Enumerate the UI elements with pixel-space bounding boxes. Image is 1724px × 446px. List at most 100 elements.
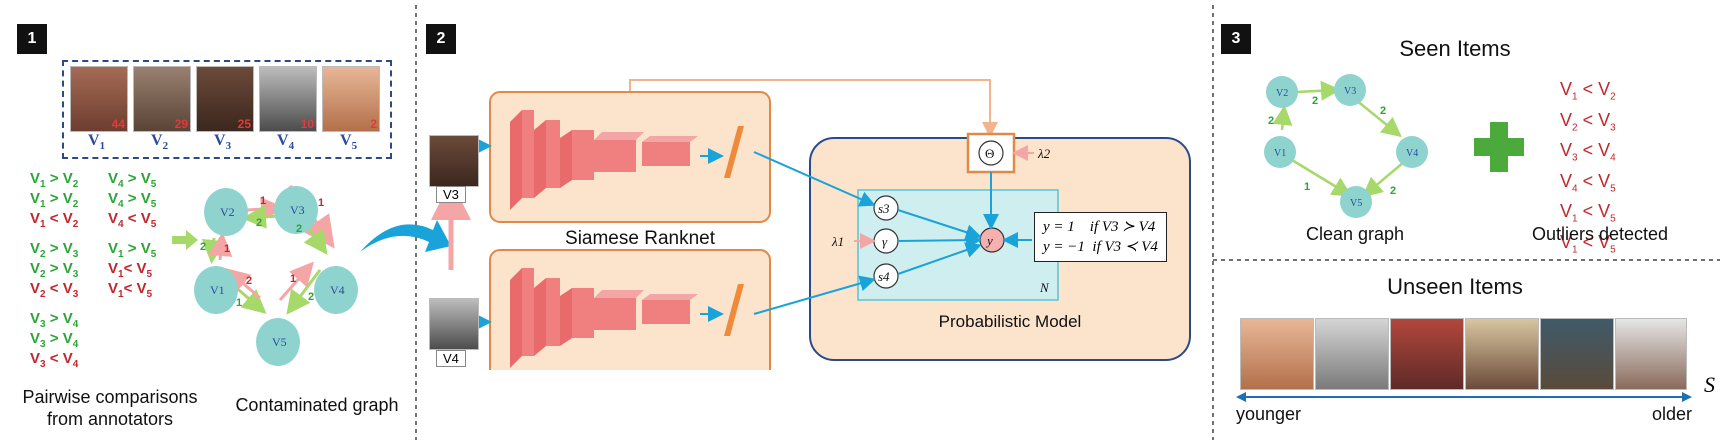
- edge-label: 1: [260, 195, 266, 207]
- face-age: 29: [174, 117, 188, 131]
- clean-node-v3: V3: [1344, 86, 1356, 97]
- unseen-face-6: [1615, 318, 1687, 390]
- edge-label: 1: [290, 273, 296, 285]
- y-node: y: [985, 233, 993, 248]
- seen-items-title: Seen Items: [1399, 36, 1511, 61]
- clean-edge-label: 2: [1390, 185, 1396, 197]
- clean-edge-label: 2: [1268, 115, 1274, 127]
- clean-edge-label: 2: [1380, 105, 1386, 117]
- younger-label: younger: [1236, 404, 1302, 424]
- panel-3-badge: 3: [1221, 24, 1251, 54]
- face-age: 44: [111, 117, 125, 131]
- face-v2: 29: [133, 66, 191, 132]
- face-age: 25: [237, 117, 251, 131]
- unseen-face-5: [1540, 318, 1614, 390]
- unseen-face-2: [1315, 318, 1389, 390]
- clean-node-v1: V1: [1274, 148, 1286, 159]
- graph-node-v5: V5: [272, 335, 287, 349]
- older-label: older: [1651, 404, 1692, 424]
- edge-label: 1: [236, 297, 242, 309]
- comparison-item: [30, 300, 78, 310]
- unseen-face-4: [1465, 318, 1539, 390]
- clean-node-v2: V2: [1276, 88, 1288, 99]
- outlier-item: V1 < V2: [1560, 79, 1616, 103]
- edge-label: 2: [246, 275, 252, 287]
- outlier-item: V4 < V5: [1560, 170, 1616, 195]
- comparison-item: V2 > V3: [30, 240, 79, 260]
- input-tag-v3: V3: [436, 186, 466, 203]
- caption-contaminated: Contaminated graph: [235, 395, 399, 415]
- edge-label: 1: [224, 243, 230, 255]
- face-age: 2: [370, 117, 377, 131]
- panel-2-badge: 2: [426, 24, 456, 54]
- face-age: 10: [300, 117, 314, 131]
- equation-cond: if V3 ≺ V4: [1092, 239, 1158, 255]
- face-strip-box: [62, 60, 392, 159]
- input-face-v4: [429, 298, 479, 350]
- arrow-to-graph-icon: [172, 230, 198, 250]
- comparison-item: V2 < V3: [30, 280, 79, 300]
- outliers-label: Outliers detected: [1531, 224, 1669, 244]
- comparison-item: [108, 230, 156, 240]
- edge-label: 1: [318, 197, 324, 209]
- comparison-item: V3 > V4: [30, 310, 79, 330]
- lambda1-label: λ1: [831, 234, 844, 249]
- unseen-items-title: Unseen Items: [1387, 274, 1523, 299]
- network-diagram: Θ λ2 λ1 s3 γ s4 y N: [431, 79, 1191, 370]
- edge-label: 2: [308, 291, 314, 303]
- s4-node: s4: [878, 269, 890, 284]
- theta-node: Θ: [985, 146, 994, 161]
- face-v3: 25: [196, 66, 254, 132]
- comparison-item: V4 < V5: [108, 210, 157, 230]
- face-v5: 2: [322, 66, 380, 132]
- comparison-item: V1 > V2: [30, 190, 79, 210]
- unseen-face-1: [1240, 318, 1314, 390]
- plate-label: N: [1039, 280, 1050, 295]
- lambda2-label: λ2: [1037, 146, 1051, 161]
- graph-node-v3: V3: [290, 203, 305, 217]
- face-label-v3: V3: [214, 132, 232, 153]
- input-tag-v4: V4: [436, 350, 466, 367]
- comparison-item: V4 > V5: [108, 170, 157, 190]
- panel-transition-arrow-icon: [360, 220, 451, 252]
- unseen-face-3: [1390, 318, 1464, 390]
- face-v1: 44: [70, 66, 128, 132]
- axis-symbol: S: [1704, 372, 1715, 397]
- siamese-label: Siamese Ranknet: [565, 228, 715, 249]
- clean-edge-label: 2: [1312, 95, 1318, 107]
- comparison-item: V1< V5: [108, 260, 153, 280]
- graph-node-v4: V4: [330, 283, 345, 297]
- comparison-item: V1< V5: [108, 280, 153, 300]
- comparison-item: V3 < V4: [30, 350, 79, 370]
- clean-graph: V2 V3 V1 V4 V5 2 2 2 2 1: [1264, 74, 1428, 218]
- equation-lhs: y = −1: [1043, 239, 1085, 255]
- face-label-v5: V5: [340, 132, 358, 153]
- plus-icon: [1474, 122, 1524, 172]
- face-label-v2: V2: [151, 132, 169, 153]
- comparison-item: V4 > V5: [108, 190, 157, 210]
- clean-edge-label: 1: [1304, 181, 1310, 193]
- outlier-item: V1 < V5: [1560, 201, 1616, 225]
- probabilistic-label: Probabilistic Model: [938, 312, 1082, 331]
- clean-node-v4: V4: [1406, 148, 1418, 159]
- face-label-v4: V4: [277, 132, 295, 153]
- clean-graph-label: Clean graph: [1305, 224, 1405, 244]
- outlier-item: V1 < V5: [1560, 231, 1616, 256]
- face-label-v1: V1: [88, 132, 106, 153]
- equation-lhs: y = 1: [1043, 219, 1075, 235]
- clean-node-v5: V5: [1350, 198, 1362, 209]
- input-face-v3: [429, 135, 479, 187]
- age-axis-arrow: [1236, 392, 1692, 402]
- graph-node-v2: V2: [220, 205, 235, 219]
- comparison-item: [30, 230, 78, 240]
- comparison-item: V3 > V4: [30, 330, 79, 350]
- comparison-item: V1 < V2: [30, 210, 79, 230]
- s3-node: s3: [878, 201, 890, 216]
- face-v4: 10: [259, 66, 317, 132]
- outlier-item: V3 < V4: [1560, 140, 1616, 164]
